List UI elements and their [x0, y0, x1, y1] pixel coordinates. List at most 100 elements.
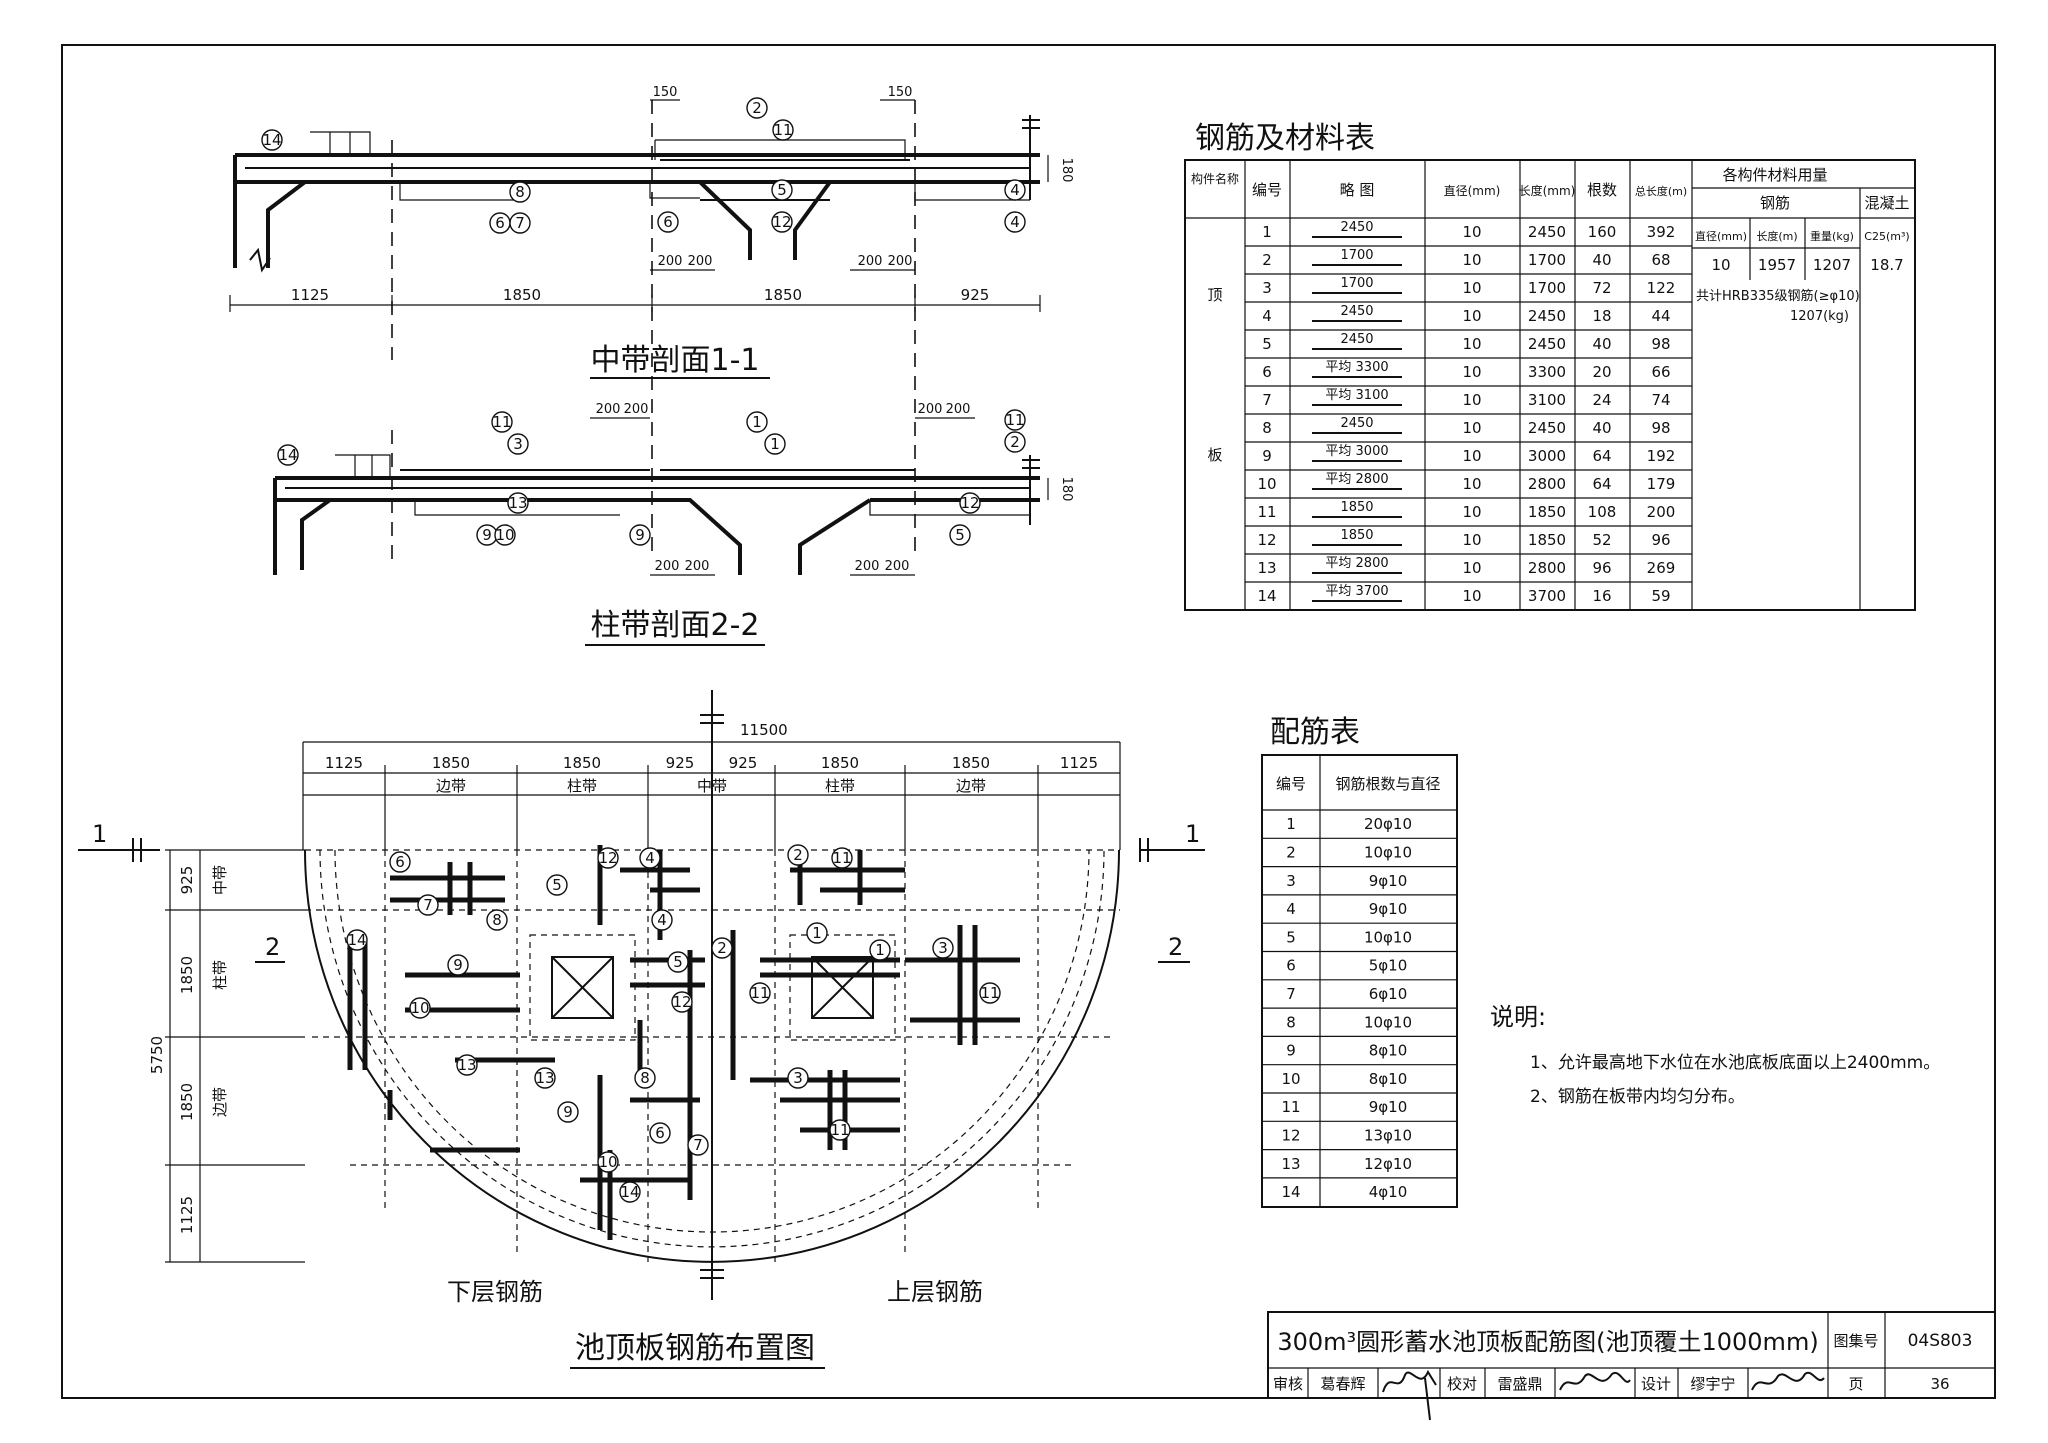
- section-2-2-title: 柱带剖面2-2: [591, 608, 760, 643]
- rt-row-spec: 10φ10: [1364, 843, 1412, 861]
- usage-wt: 1207: [1813, 256, 1851, 274]
- rt-row-spec: 5φ10: [1369, 957, 1408, 975]
- rt-row-spec: 9φ10: [1369, 872, 1408, 890]
- row-dia: 10: [1462, 587, 1481, 605]
- dim-200: 200: [624, 402, 649, 417]
- svg-text:9: 9: [563, 1103, 573, 1121]
- rt-row-no: 1: [1286, 815, 1296, 833]
- svg-text:7: 7: [423, 896, 433, 914]
- row-len: 2450: [1528, 335, 1566, 353]
- dim-200: 200: [685, 559, 710, 574]
- svg-text:14: 14: [347, 931, 366, 949]
- member-char: 板: [1207, 446, 1222, 464]
- rt-row-spec: 9φ10: [1369, 1098, 1408, 1116]
- svg-text:14: 14: [278, 446, 297, 464]
- svg-text:2: 2: [717, 939, 727, 957]
- dim-200: 200: [655, 559, 680, 574]
- row-sketch: 1850: [1340, 500, 1373, 515]
- row-sketch: 1700: [1340, 248, 1373, 263]
- th-steel: 钢筋: [1760, 194, 1790, 212]
- title-block: 300m³圆形蓄水池顶板配筋图(池顶覆土1000mm) 图集号 04S803 审…: [1267, 1311, 1996, 1421]
- dim-total-11500: 11500: [740, 721, 788, 739]
- th-s-wt: 重量(kg): [1810, 229, 1854, 243]
- row-count: 64: [1592, 447, 1611, 465]
- svg-text:1: 1: [875, 941, 885, 959]
- dim-200: 200: [688, 254, 713, 269]
- row-total: 68: [1651, 251, 1670, 269]
- row-no: 1: [1262, 223, 1272, 241]
- dim-200: 200: [858, 254, 883, 269]
- rt-row-spec: 12φ10: [1364, 1155, 1412, 1173]
- row-sketch: 平均 2800: [1325, 472, 1388, 487]
- rt-row-no: 5: [1286, 928, 1296, 946]
- th-len: 长度(mm): [1519, 183, 1576, 198]
- svg-text:11: 11: [492, 413, 511, 431]
- svg-text:11: 11: [830, 1121, 849, 1139]
- row-dia: 10: [1462, 363, 1481, 381]
- material-table-title: 钢筋及材料表: [1195, 121, 1375, 156]
- rt-row-spec: 20φ10: [1364, 815, 1412, 833]
- row-no: 3: [1262, 279, 1272, 297]
- sheet-border: [61, 44, 1996, 1399]
- upper-steel-label: 上层钢筋: [887, 1278, 983, 1306]
- row-count: 160: [1588, 223, 1617, 241]
- row-no: 13: [1257, 559, 1276, 577]
- rt-row-no: 8: [1286, 1013, 1296, 1031]
- lower-steel-label: 下层钢筋: [447, 1278, 543, 1306]
- dim: 1850: [178, 956, 196, 994]
- svg-text:6: 6: [663, 213, 673, 231]
- usage-len: 1957: [1758, 256, 1796, 274]
- rt-row-no: 6: [1286, 957, 1296, 975]
- cut-2-right: 2: [1168, 933, 1183, 961]
- dim: 1850: [432, 754, 470, 772]
- rt-row-no: 3: [1286, 872, 1296, 890]
- svg-text:5: 5: [673, 953, 683, 971]
- design-label: 设计: [1641, 1375, 1671, 1393]
- row-len: 3100: [1528, 391, 1566, 409]
- dim: 1125: [325, 754, 363, 772]
- row-sketch: 平均 3300: [1325, 360, 1388, 375]
- row-dia: 10: [1462, 391, 1481, 409]
- svg-text:6: 6: [495, 214, 505, 232]
- svg-text:5: 5: [777, 181, 787, 199]
- svg-text:9: 9: [453, 956, 463, 974]
- row-dia: 10: [1462, 475, 1481, 493]
- row-len: 1700: [1528, 251, 1566, 269]
- usage-dia: 10: [1711, 256, 1730, 274]
- rt-row-no: 9: [1286, 1042, 1296, 1060]
- row-total: 96: [1651, 531, 1670, 549]
- row-no: 12: [1257, 531, 1276, 549]
- row-dia: 10: [1462, 307, 1481, 325]
- svg-text:1: 1: [752, 413, 762, 431]
- svg-text:13: 13: [457, 1056, 476, 1074]
- signature-2: [1559, 1371, 1631, 1391]
- signature-3: [1751, 1371, 1825, 1391]
- rt-row-no: 7: [1286, 985, 1296, 1003]
- row-sketch: 平均 3700: [1325, 584, 1388, 599]
- svg-text:9: 9: [482, 526, 492, 544]
- svg-text:10: 10: [410, 999, 429, 1017]
- page-label: 页: [1848, 1375, 1863, 1393]
- svg-text:11: 11: [750, 984, 769, 1002]
- row-len: 1700: [1528, 279, 1566, 297]
- svg-text:3: 3: [938, 939, 948, 957]
- band-label: 边带: [211, 1087, 229, 1117]
- rt-th-spec: 钢筋根数与直径: [1335, 775, 1440, 793]
- svg-text:4: 4: [657, 911, 667, 929]
- row-dia: 10: [1462, 419, 1481, 437]
- rt-row-spec: 10φ10: [1364, 1013, 1412, 1031]
- row-total: 192: [1647, 447, 1676, 465]
- dim-200: 200: [855, 559, 880, 574]
- row-total: 200: [1647, 503, 1676, 521]
- row-count: 64: [1592, 475, 1611, 493]
- rt-row-no: 10: [1281, 1070, 1300, 1088]
- usage-concrete: 18.7: [1870, 256, 1903, 274]
- dim-200: 200: [596, 402, 621, 417]
- svg-text:5: 5: [955, 526, 965, 544]
- row-len: 1850: [1528, 503, 1566, 521]
- rt-row-no: 4: [1286, 900, 1296, 918]
- dim-200: 200: [658, 254, 683, 269]
- rt-row-no: 12: [1281, 1126, 1300, 1144]
